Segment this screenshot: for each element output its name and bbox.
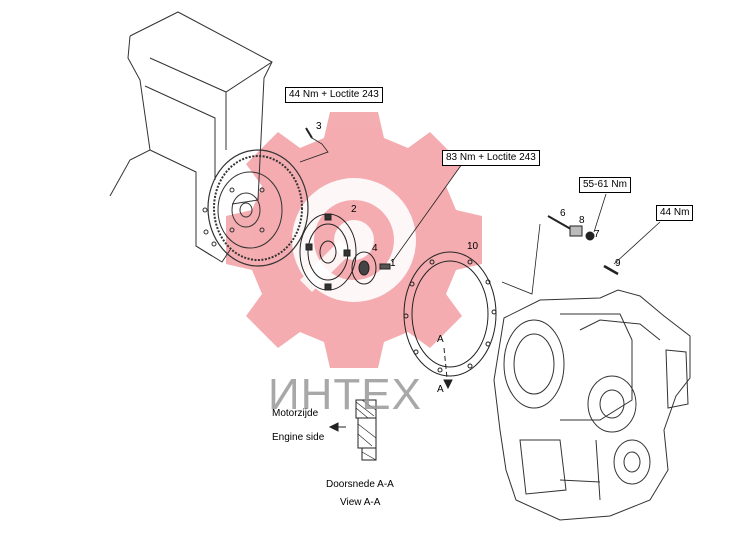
- section-label-motorzijde: Motorzijde: [272, 408, 319, 419]
- section-mark-lower: A: [437, 384, 444, 395]
- callout-10: 10: [467, 241, 479, 252]
- callout-1: 1: [390, 258, 396, 269]
- torque-label-55-61nm: 55-61 Nm: [579, 177, 631, 193]
- caption-view: View A-A: [340, 497, 381, 508]
- bolt-item-1: [379, 263, 391, 270]
- callout-2: 2: [351, 204, 357, 215]
- section-label-engine-side: Engine side: [272, 432, 325, 443]
- section-detail-drawing: [328, 399, 377, 461]
- flex-plate-item-2: [299, 213, 357, 291]
- torque-label-83nm-loctite: 83 Nm + Loctite 243: [442, 150, 540, 166]
- torque-label-44nm: 44 Nm: [656, 205, 694, 221]
- engine-block: [109, 11, 273, 263]
- adapter-ring-item-10: [403, 251, 497, 377]
- transmission: [493, 289, 691, 521]
- torque-label-44nm-loctite: 44 Nm + Loctite 243: [285, 87, 383, 103]
- bolt-item-3: [299, 127, 329, 163]
- hub-item-4: [351, 251, 377, 285]
- small-parts-6-7-8-9: [547, 215, 619, 276]
- flywheel: [207, 149, 309, 267]
- watermark-text: ИНТЕХ: [268, 370, 422, 419]
- callout-8: 8: [579, 215, 585, 226]
- callout-3: 3: [316, 121, 322, 132]
- callout-4: 4: [372, 243, 378, 254]
- leader-lines: [391, 163, 661, 295]
- section-line-a-a: [443, 347, 453, 390]
- callout-7: 7: [594, 229, 600, 240]
- caption-doorsnede: Doorsnede A-A: [326, 479, 394, 490]
- callout-6: 6: [560, 208, 566, 219]
- section-mark-upper: A: [437, 334, 444, 345]
- callout-9: 9: [615, 258, 621, 269]
